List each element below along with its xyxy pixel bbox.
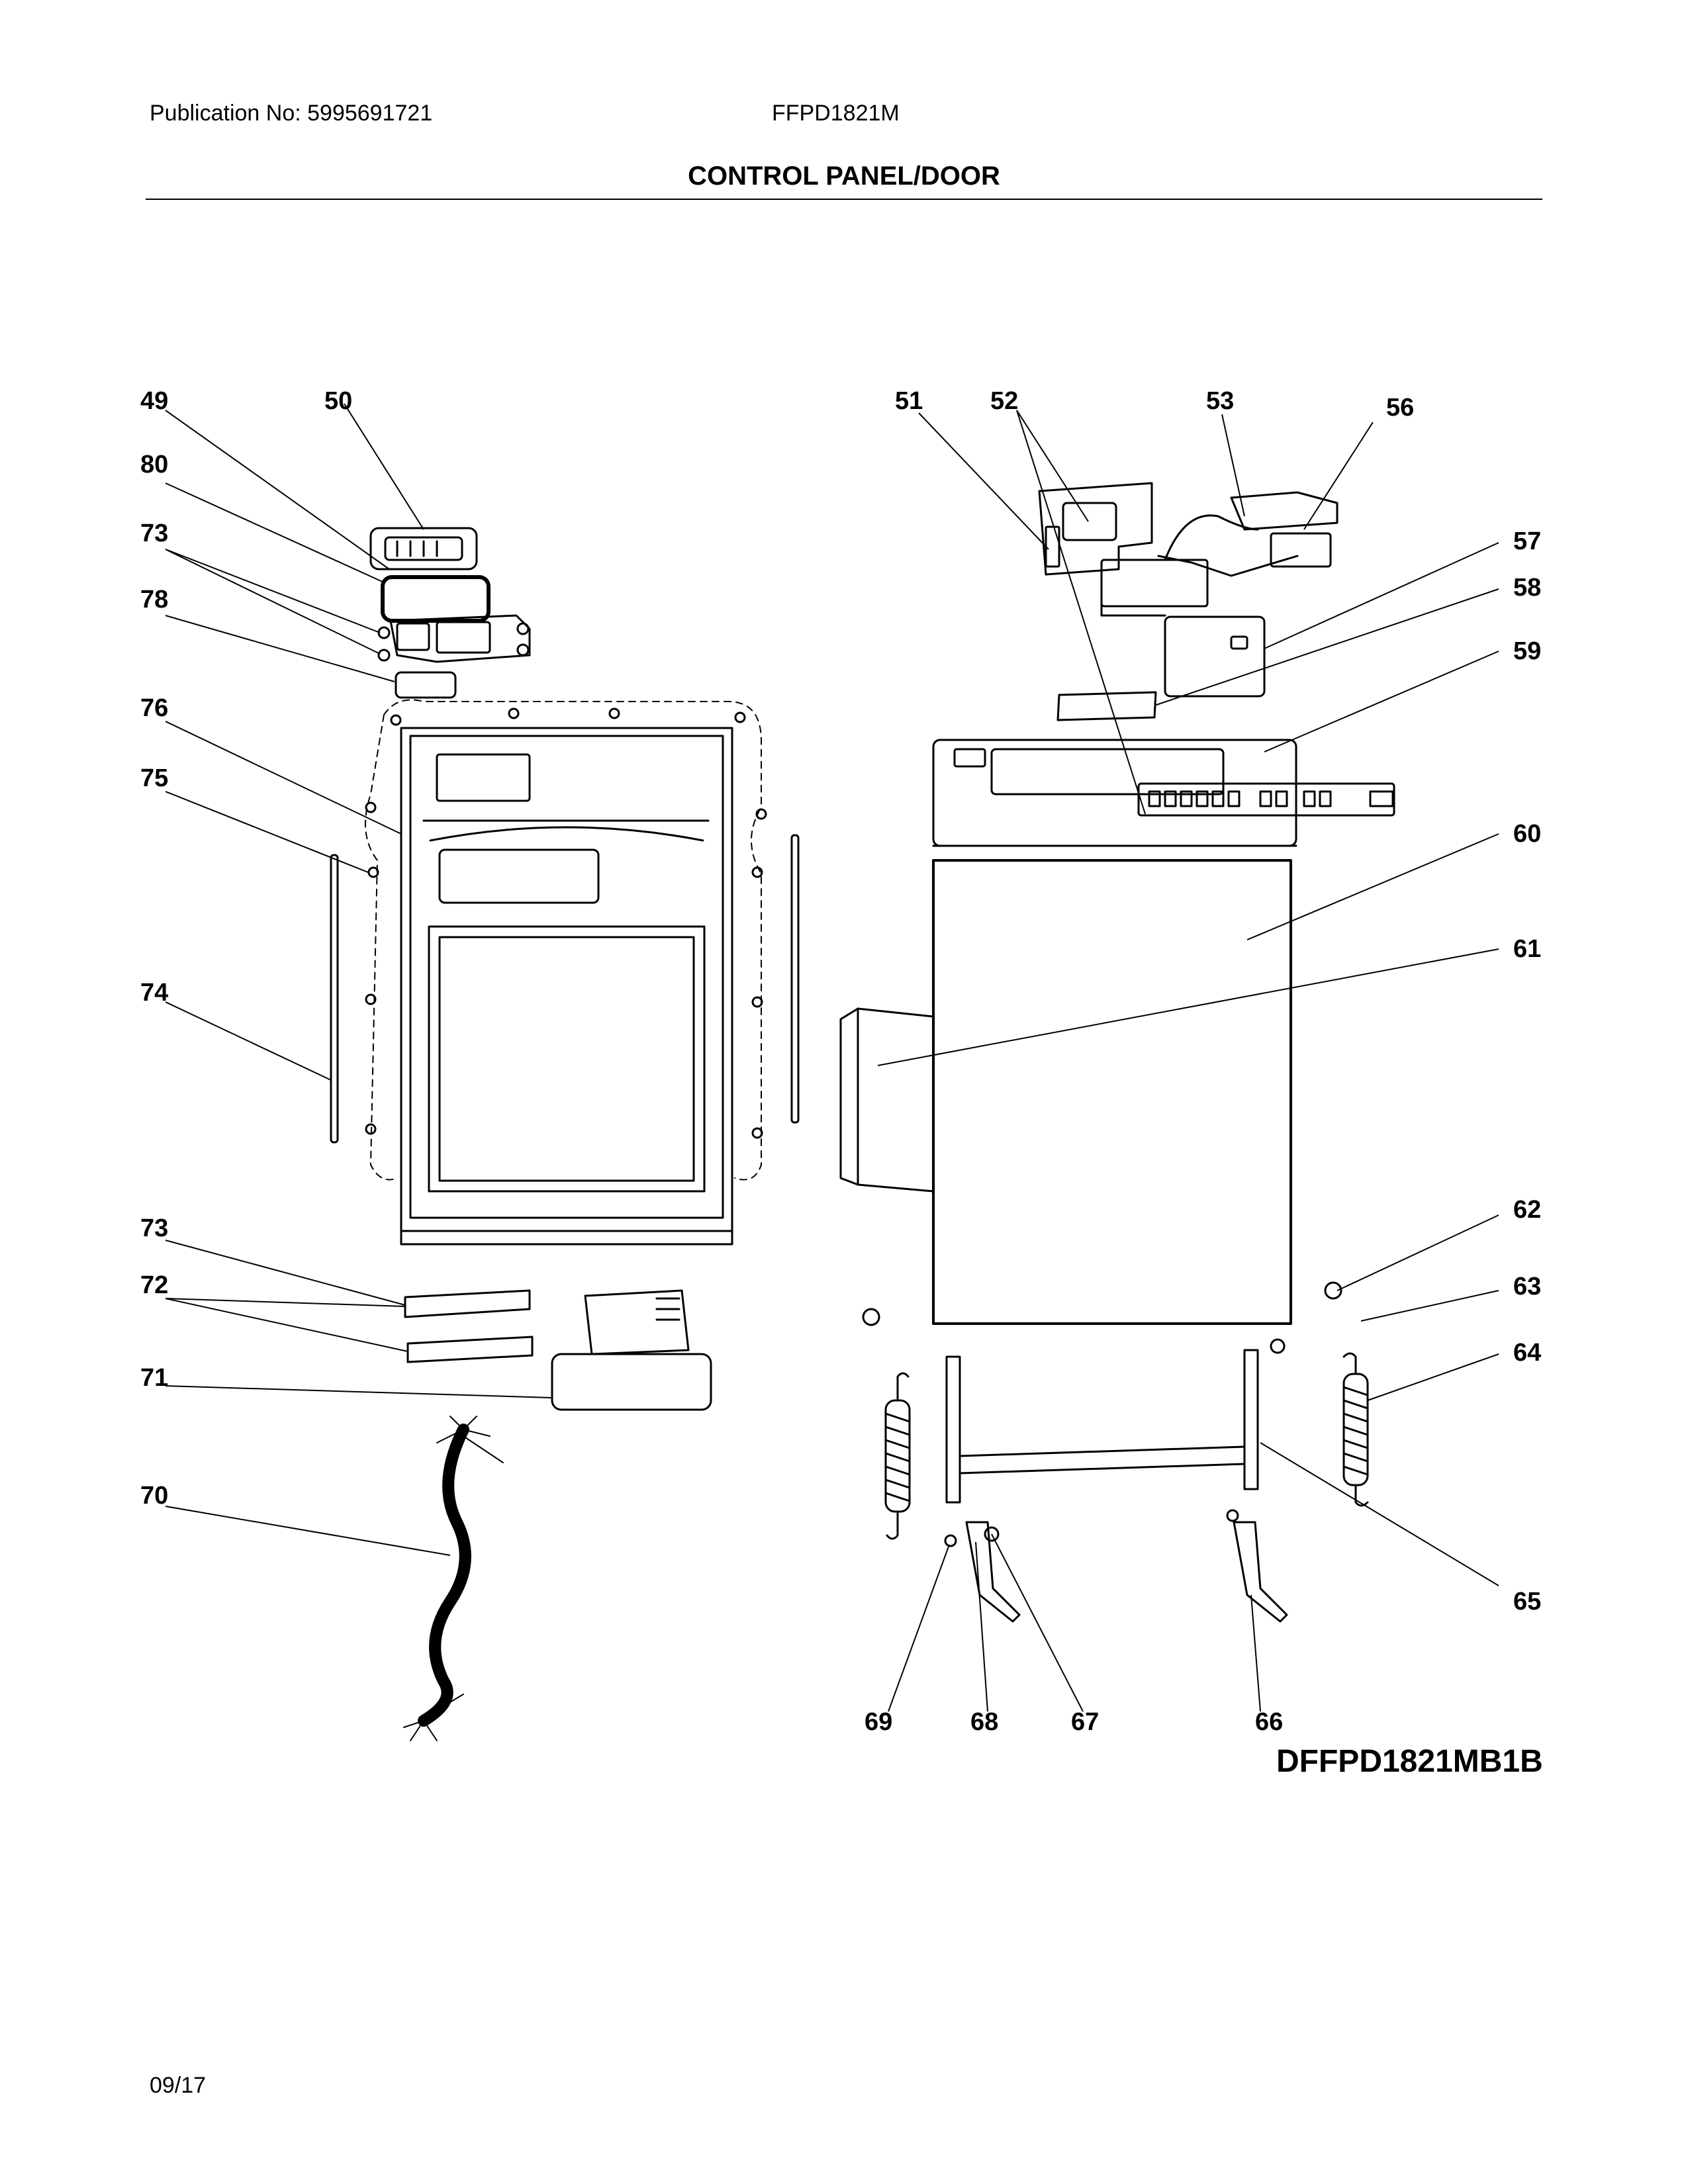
part-75-cover-outline bbox=[365, 699, 762, 1181]
part-67-washer bbox=[984, 1526, 1000, 1542]
part-70-wire-harness bbox=[418, 1424, 471, 1727]
part-58-bracket bbox=[1056, 691, 1157, 721]
door-screws bbox=[365, 707, 767, 1139]
publication-number: Publication No: 5995691721 bbox=[150, 101, 433, 126]
part-70-wire-ends bbox=[403, 1416, 504, 1741]
page-title: CONTROL PANEL/DOOR bbox=[688, 161, 1000, 191]
callout-70: 70 bbox=[140, 1482, 168, 1510]
part-61-panel bbox=[839, 1007, 935, 1193]
callout-64: 64 bbox=[1513, 1339, 1541, 1367]
part-62-hook bbox=[1324, 1281, 1342, 1300]
part-49-dispenser-body bbox=[377, 614, 531, 663]
callout-59: 59 bbox=[1513, 637, 1541, 665]
callout-62: 62 bbox=[1513, 1196, 1541, 1224]
part-74-left-trim bbox=[330, 854, 339, 1144]
part-60-outer-door bbox=[932, 859, 1292, 1325]
hinge-screw-right bbox=[1226, 1509, 1239, 1522]
callout-73-bottom: 73 bbox=[140, 1214, 168, 1242]
part-50-dispenser-cover bbox=[369, 527, 478, 570]
callout-66: 66 bbox=[1255, 1708, 1283, 1736]
callout-50: 50 bbox=[324, 387, 352, 415]
header-rule bbox=[146, 199, 1542, 200]
part-53-56-module bbox=[1157, 491, 1338, 577]
part-66-hinge-arm bbox=[1233, 1521, 1288, 1623]
diagram-code: DFFPD1821MB1B bbox=[1276, 1744, 1543, 1779]
callout-75: 75 bbox=[140, 764, 168, 792]
part-52-control-housing bbox=[1038, 482, 1209, 608]
part-64-spring-right bbox=[1342, 1352, 1369, 1507]
part-57-control-board bbox=[1100, 574, 1266, 698]
part-74-right-trim bbox=[790, 834, 800, 1124]
callout-67: 67 bbox=[1071, 1708, 1099, 1736]
part-65-hinge-bracket bbox=[945, 1349, 1259, 1504]
part-59-control-panel bbox=[932, 739, 1395, 847]
callout-69: 69 bbox=[865, 1708, 892, 1736]
part-80-gasket bbox=[381, 575, 491, 623]
callout-60: 60 bbox=[1513, 820, 1541, 848]
callout-63: 63 bbox=[1513, 1273, 1541, 1300]
callout-52: 52 bbox=[990, 387, 1018, 415]
callout-57: 57 bbox=[1513, 527, 1541, 555]
part-63-nut bbox=[1270, 1338, 1286, 1354]
callout-51: 51 bbox=[895, 387, 923, 415]
callout-71: 71 bbox=[140, 1364, 168, 1392]
leader-lines bbox=[165, 403, 1499, 1712]
callout-68: 68 bbox=[970, 1708, 998, 1736]
callout-80: 80 bbox=[140, 451, 168, 478]
part-69-screw bbox=[944, 1534, 957, 1547]
model-number: FFPD1821M bbox=[772, 101, 900, 126]
left-hook bbox=[862, 1308, 880, 1326]
part-76-inner-door bbox=[400, 727, 733, 1246]
callout-58: 58 bbox=[1513, 574, 1541, 602]
callout-53: 53 bbox=[1206, 387, 1234, 415]
part-72-bracket bbox=[406, 1336, 534, 1363]
callout-78: 78 bbox=[140, 586, 168, 614]
callout-73-top: 73 bbox=[140, 520, 168, 547]
part-78-seal bbox=[395, 671, 457, 699]
part-71-vent bbox=[551, 1289, 712, 1411]
callout-61: 61 bbox=[1513, 935, 1541, 963]
callout-49: 49 bbox=[140, 387, 168, 415]
callout-74: 74 bbox=[140, 979, 168, 1007]
callout-76: 76 bbox=[140, 694, 168, 722]
footer-date: 09/17 bbox=[150, 2073, 207, 2098]
callout-56: 56 bbox=[1386, 394, 1414, 422]
part-64-spring-left bbox=[884, 1372, 911, 1540]
part-73-bracket bbox=[404, 1289, 531, 1318]
callout-65: 65 bbox=[1513, 1588, 1541, 1615]
callout-72: 72 bbox=[140, 1271, 168, 1299]
